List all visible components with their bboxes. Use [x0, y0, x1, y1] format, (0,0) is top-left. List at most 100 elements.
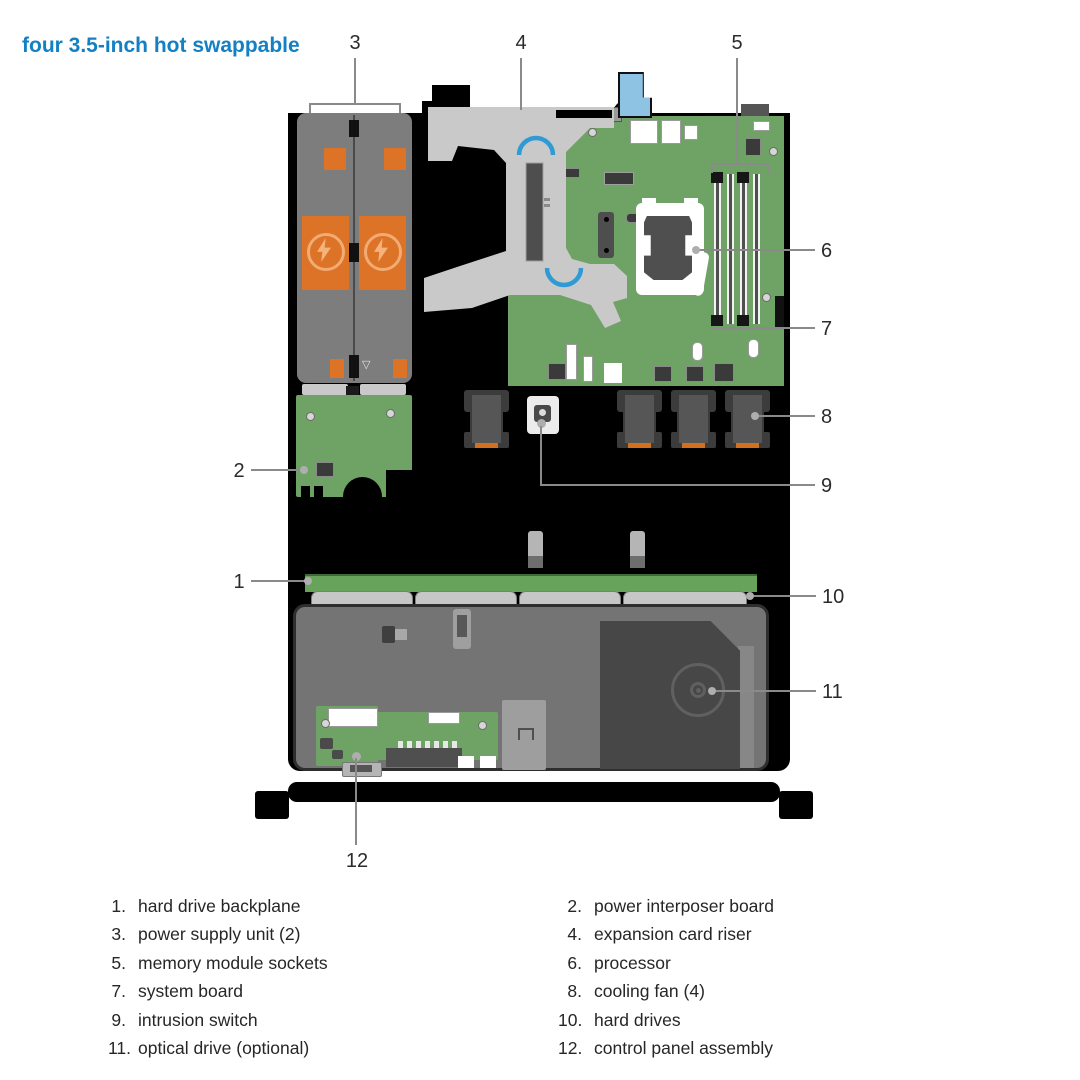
legend-num: 7.	[111, 981, 126, 1002]
board-connector-h	[604, 172, 634, 185]
expansion-card-riser	[422, 101, 627, 328]
leader-5-tick	[711, 163, 713, 173]
callout-7: 7	[821, 318, 833, 340]
pib-screw	[386, 409, 395, 418]
leader-12	[355, 758, 357, 845]
hard-drive-backplane	[305, 574, 757, 592]
legend-label: power supply unit (2)	[138, 924, 301, 945]
front-bezel-foot	[255, 791, 289, 819]
legend-label: optical drive (optional)	[138, 1038, 310, 1059]
legend-label: expansion card riser	[594, 924, 752, 945]
callout-6: 6	[821, 240, 833, 262]
callout-8: 8	[821, 406, 833, 428]
legend-num: 1.	[111, 895, 126, 916]
cp-screw	[321, 719, 330, 728]
memory-slot-latch	[737, 172, 749, 183]
leader-8-dot	[751, 412, 759, 420]
leader-1-dot	[304, 577, 312, 585]
legend-num: 11.	[108, 1038, 132, 1059]
board-slot-v	[566, 344, 577, 380]
fan-connector	[628, 443, 651, 448]
riser-blue-arc-top	[516, 135, 556, 156]
lightning-ring-icon	[364, 233, 402, 271]
cooling-fan	[725, 390, 770, 453]
callout-2: 2	[233, 460, 245, 482]
cp-dip-row	[398, 741, 460, 748]
psu-handle-right	[360, 384, 406, 395]
psu-clip-top	[349, 120, 359, 137]
board-chip	[714, 363, 734, 382]
board-header	[598, 212, 614, 258]
leader-3-tick	[399, 103, 401, 113]
callout-1: 1	[233, 571, 245, 593]
board-chip	[548, 363, 566, 380]
board-chip	[686, 366, 704, 382]
pib-notch-a	[301, 486, 310, 497]
io-connector	[661, 120, 681, 144]
optical-disc-dot-icon	[696, 688, 701, 693]
leader-9-h	[540, 484, 815, 486]
legend-label: cooling fan (4)	[594, 981, 705, 1002]
board-header-pin	[604, 217, 609, 222]
cp-vga-inner	[350, 765, 372, 772]
leader-10-dot	[746, 592, 754, 600]
psu-tab-bottom-left	[330, 359, 344, 378]
io-connector	[684, 125, 698, 140]
leader-2	[251, 469, 305, 471]
cp-dark-bit	[320, 738, 333, 749]
leader-6	[697, 249, 815, 251]
processor-frame-tab	[642, 198, 656, 206]
leader-6-dot	[692, 246, 700, 254]
legend-num: 6.	[567, 952, 582, 973]
memory-slot-latch	[737, 315, 749, 326]
legend-num: 12.	[558, 1038, 583, 1059]
pib-screw	[306, 412, 315, 421]
psu-handle-gap	[346, 386, 359, 395]
leader-5-tick	[767, 163, 769, 173]
board-screw	[588, 128, 597, 137]
io-connector	[630, 120, 658, 144]
legend-num: 10.	[558, 1009, 583, 1030]
legend: 1. hard drive backplane 2. power interpo…	[108, 892, 988, 1063]
leader-1	[251, 580, 309, 582]
memory-slot-latch	[711, 172, 723, 183]
riser-mark	[544, 198, 550, 201]
board-oval-conn	[692, 342, 703, 361]
leader-9-v	[540, 426, 542, 486]
cp-tab	[458, 756, 474, 768]
memory-slot-latch	[711, 315, 723, 326]
riser-blue-arc-bottom	[544, 267, 584, 288]
riser-slot-opening	[556, 110, 612, 118]
serial-connector	[741, 104, 769, 116]
processor-socket	[644, 216, 692, 280]
legend-label: intrusion switch	[138, 1009, 258, 1030]
fan-hub	[679, 395, 708, 443]
riser-latch-blue	[620, 74, 650, 116]
leader-8	[757, 415, 815, 417]
legend-num: 3.	[111, 924, 126, 945]
legend-label: system board	[138, 981, 244, 1002]
board-slot-v	[583, 356, 593, 382]
leader-3-tick	[309, 103, 311, 113]
legend-num: 4.	[567, 924, 582, 945]
front-bezel	[288, 782, 780, 802]
psu-label-small-left	[324, 148, 346, 170]
legend-num: 5.	[111, 952, 126, 973]
leader-3	[354, 58, 356, 103]
board-header-pin	[604, 248, 609, 253]
board-screw	[769, 147, 778, 156]
bay-latch-dark	[382, 626, 395, 643]
legend-label: power interposer board	[594, 895, 774, 916]
psu-triangle-mark: ▽	[362, 359, 371, 371]
psu-power-label-left	[302, 216, 349, 290]
callout-11: 11	[822, 681, 843, 703]
psu-label-small-right	[384, 148, 406, 170]
leader-11-dot	[708, 687, 716, 695]
board-edge-tab	[775, 296, 784, 328]
legend-num: 8.	[567, 981, 582, 1002]
leader-7	[710, 327, 815, 329]
board-oval-conn	[748, 339, 759, 358]
bay-handle-inner	[457, 615, 467, 637]
leader-4	[520, 58, 522, 110]
